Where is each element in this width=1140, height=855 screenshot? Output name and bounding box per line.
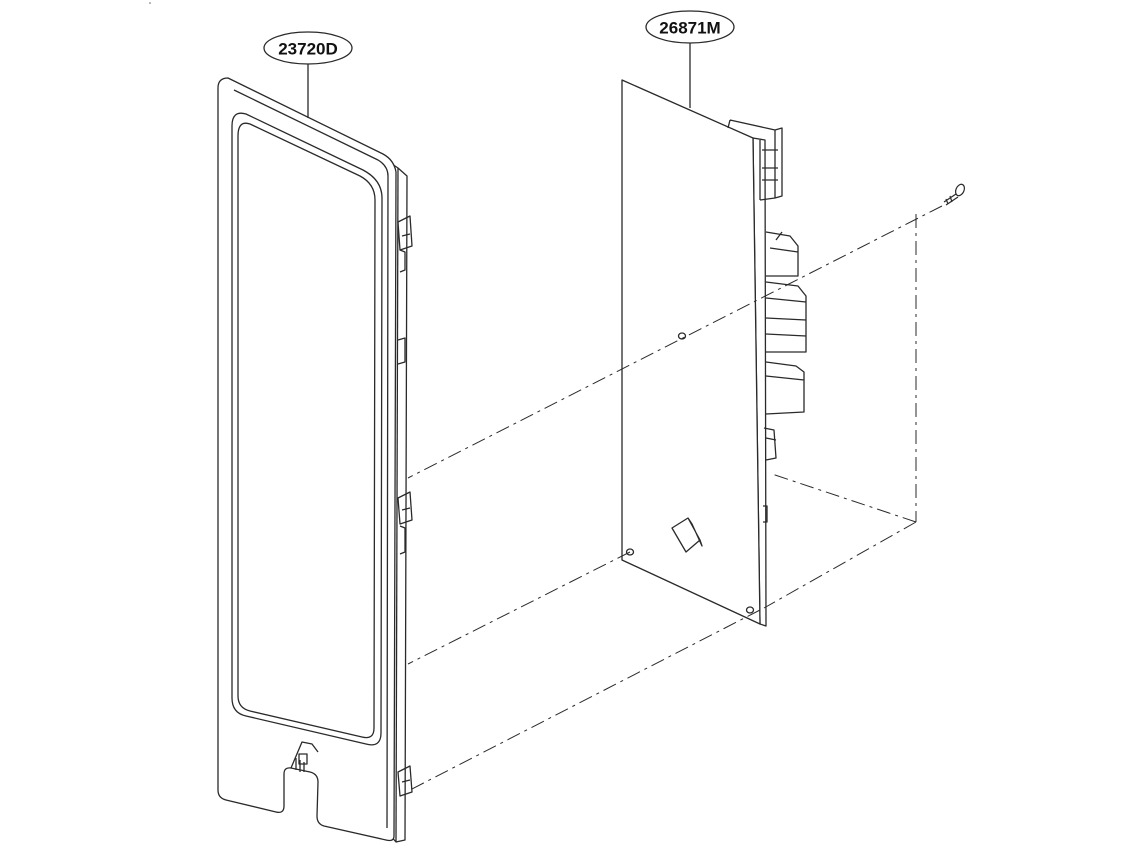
clip-top-lower [399,249,406,273]
assembly-line-hole-to-panel [407,551,631,665]
assembly-line-screw-to-panel [407,205,943,479]
clip-bottom [397,765,413,797]
mounting-hole-lower-left [625,548,635,556]
component-top [727,119,783,201]
component-pin [763,505,768,523]
callout-23720d[interactable]: 23720D [263,31,353,65]
assembly-line-back-bottom [763,521,917,609]
component-relay-1 [765,231,799,277]
pcb-mounting-holes [625,332,755,614]
callout-23720d-label: 23720D [278,40,338,59]
mounting-hole-upper [677,332,687,340]
board-sensor [671,517,703,553]
panel-clips [397,215,413,797]
assembly-line-bottom-to-panel [409,609,761,791]
component-relay-3 [765,361,805,415]
bottom-notch-tab [298,753,308,765]
bottom-notch-detail [290,741,319,769]
callout-leaders [307,42,691,118]
display-window-outer [231,112,383,746]
pcb-assembly-part[interactable] [621,79,807,627]
front-panel-side-edge [395,167,399,843]
mounting-hole-lower-right [745,606,755,614]
assembly-lines [407,205,943,791]
screw-head [954,183,966,197]
pcb-board [621,79,761,625]
pcb-components [671,119,807,553]
screw-icon[interactable] [943,183,966,206]
component-small [763,427,777,461]
callout-26871m[interactable]: 26871M [645,10,735,44]
screw-shank [943,193,959,206]
callout-23720d-bubble [263,31,353,65]
front-panel-inner-border [233,89,389,829]
image-artifact-dot [149,2,151,4]
front-panel-part[interactable] [217,77,413,843]
callout-26871m-label: 26871M [659,19,720,38]
component-relay-2 [765,281,807,353]
clip-top [397,215,413,251]
callout-26871m-bubble [645,10,735,44]
clip-middle [397,337,406,365]
clip-lower-2 [399,525,406,555]
clip-lower-1 [397,491,413,525]
display-window-inner [237,122,376,739]
assembly-line-back-top [771,473,917,523]
